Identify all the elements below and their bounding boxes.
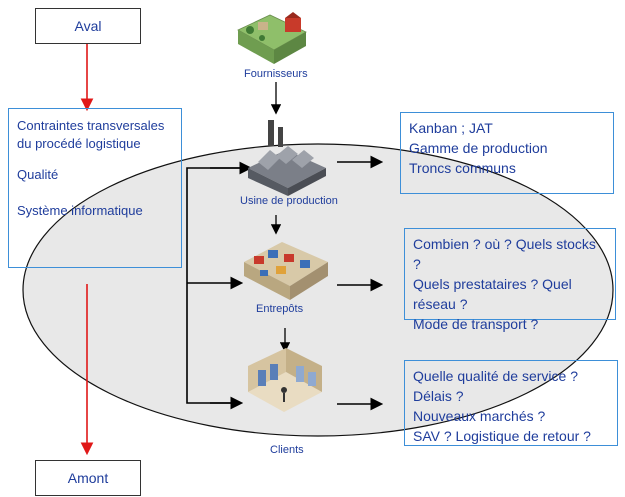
clients-info-line: Nouveaux marchés ? [413,407,546,424]
warehouses-info-line: Mode de transport ? [413,315,539,332]
amont-label: Amont [67,470,109,486]
warehouses-info-box: Combien ? où ? Quels stocks ? Quels pres… [404,228,616,332]
factory-info-line: Kanban ; JAT [409,120,493,136]
warehouses-info-line: Combien ? où ? Quels stocks ? [413,236,596,272]
clients-info-line: SAV ? Logistique de retour ? [413,427,591,444]
left-item-quality: Qualité [17,167,59,183]
node-label-suppliers: Fournisseurs [244,68,308,80]
amont-box: Amont [35,460,141,496]
factory-info-box: Kanban ; JAT Gamme de production Troncs … [400,112,614,194]
left-item-constraints: Contraintes transversales du procédé log… [17,118,165,151]
node-label-factory: Usine de production [240,195,338,207]
factory-info-line: Troncs communs [409,159,516,176]
clients-info-box: Quelle qualité de service ? Délais ? Nou… [404,360,618,446]
factory-illustration [248,120,326,196]
node-label-clients: Clients [270,444,304,456]
clients-illustration [248,348,322,412]
warehouse-illustration [244,242,328,300]
aval-label: Aval [74,18,102,34]
transversal-constraints-box: Contraintes transversales du procédé log… [8,108,182,268]
left-item-info-system: Système informatique [17,202,143,218]
process-ellipse [22,143,614,437]
suppliers-illustration [237,12,307,64]
aval-box: Aval [35,8,141,44]
node-label-warehouses: Entrepôts [256,303,304,315]
factory-info-line: Gamme de production [409,139,548,156]
clients-info-line: Quelle qualité de service ? Délais ? [413,368,578,404]
warehouses-info-line: Quels prestataires ? Quel réseau ? [413,275,572,312]
